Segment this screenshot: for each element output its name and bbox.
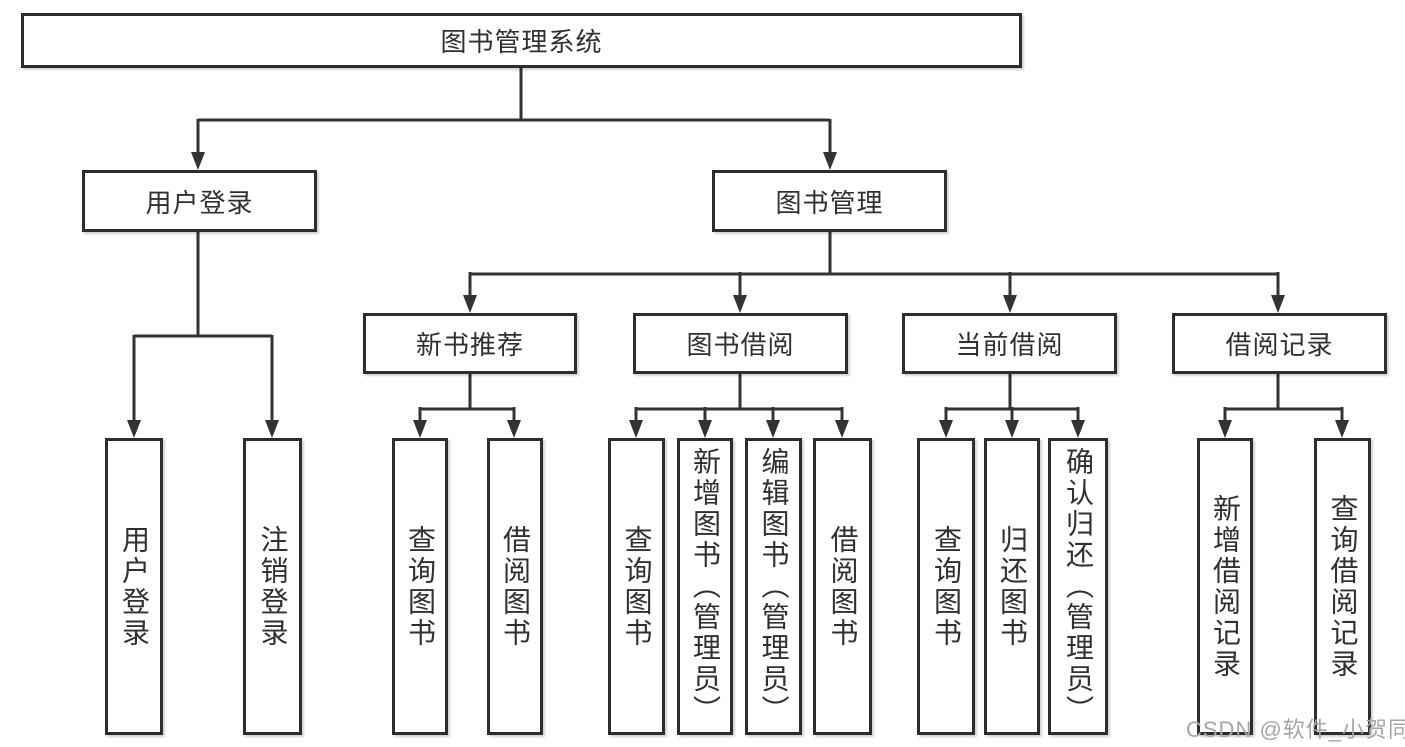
node-new-book-recommend: 新书推荐 bbox=[363, 313, 577, 374]
node-current-borrow: 当前借阅 bbox=[902, 313, 1117, 374]
leaf-add-book-admin-label: 新增图书（管理员） bbox=[690, 447, 721, 726]
connector-user-login-branch bbox=[132, 232, 274, 421]
connector-book-borrow-branch bbox=[634, 374, 844, 421]
arrowheads-user-login-branch bbox=[127, 420, 279, 438]
connector-current-borrow-branch bbox=[944, 374, 1080, 421]
node-user-login: 用户登录 bbox=[82, 170, 317, 232]
node-root: 图书管理系统 bbox=[21, 13, 1022, 68]
arrowheads-borrow-records-branch bbox=[1218, 420, 1349, 438]
leaf-add-borrow-record: 新增借阅记录 bbox=[1197, 438, 1253, 735]
connector-borrow-records-branch bbox=[1223, 374, 1344, 421]
leaf-query-borrow-record: 查询借阅记录 bbox=[1314, 438, 1371, 735]
arrowheads-current-borrow-branch bbox=[939, 420, 1085, 438]
leaf-logout-label: 注销登录 bbox=[257, 524, 289, 649]
arrowheads-new-book-recommend-branch bbox=[413, 420, 521, 438]
leaf-query-books-current: 查询图书 bbox=[917, 438, 975, 735]
leaf-confirm-return-admin: 确认归还（管理员） bbox=[1048, 438, 1108, 735]
leaf-borrow-books: 借阅图书 bbox=[813, 438, 872, 735]
leaf-edit-book-admin-label: 编辑图书（管理员） bbox=[758, 447, 790, 726]
connector-book-management-to-level3 bbox=[468, 232, 1280, 296]
leaf-query-books-borrow: 查询图书 bbox=[608, 438, 665, 735]
arrowheads-level2 bbox=[191, 152, 837, 170]
leaf-confirm-return-admin-label: 确认归还（管理员） bbox=[1063, 447, 1094, 726]
leaf-return-book-label: 归还图书 bbox=[997, 524, 1028, 649]
leaf-query-books-recommend-label: 查询图书 bbox=[405, 524, 436, 649]
connector-new-book-recommend-branch bbox=[418, 374, 516, 421]
leaf-add-book-admin: 新增图书（管理员） bbox=[677, 438, 733, 735]
leaf-borrow-books-recommend-label: 借阅图书 bbox=[500, 524, 531, 649]
node-borrow-records: 借阅记录 bbox=[1172, 313, 1387, 374]
leaf-add-borrow-record-label: 新增借阅记录 bbox=[1210, 493, 1241, 680]
leaf-borrow-books-recommend: 借阅图书 bbox=[487, 438, 543, 735]
leaf-logout: 注销登录 bbox=[243, 438, 302, 735]
node-book-management: 图书管理 bbox=[712, 170, 947, 232]
arrowheads-level3 bbox=[463, 295, 1285, 313]
leaf-return-book: 归还图书 bbox=[984, 438, 1040, 735]
leaf-borrow-books-label: 借阅图书 bbox=[827, 524, 859, 649]
leaf-user-login: 用户登录 bbox=[105, 438, 163, 735]
leaf-edit-book-admin: 编辑图书（管理员） bbox=[745, 438, 802, 735]
leaf-query-books-recommend: 查询图书 bbox=[392, 438, 448, 735]
arrowheads-book-borrow-branch bbox=[629, 420, 849, 438]
leaf-query-books-current-label: 查询图书 bbox=[931, 524, 962, 649]
watermark: CSDN @软件_小贺同学 bbox=[1186, 717, 1405, 742]
leaf-user-login-label: 用户登录 bbox=[119, 524, 150, 649]
leaf-query-books-borrow-label: 查询图书 bbox=[621, 524, 653, 649]
node-book-borrow: 图书借阅 bbox=[633, 313, 848, 374]
leaf-query-borrow-record-label: 查询借阅记录 bbox=[1327, 493, 1359, 680]
connector-root-to-level2 bbox=[196, 68, 832, 153]
